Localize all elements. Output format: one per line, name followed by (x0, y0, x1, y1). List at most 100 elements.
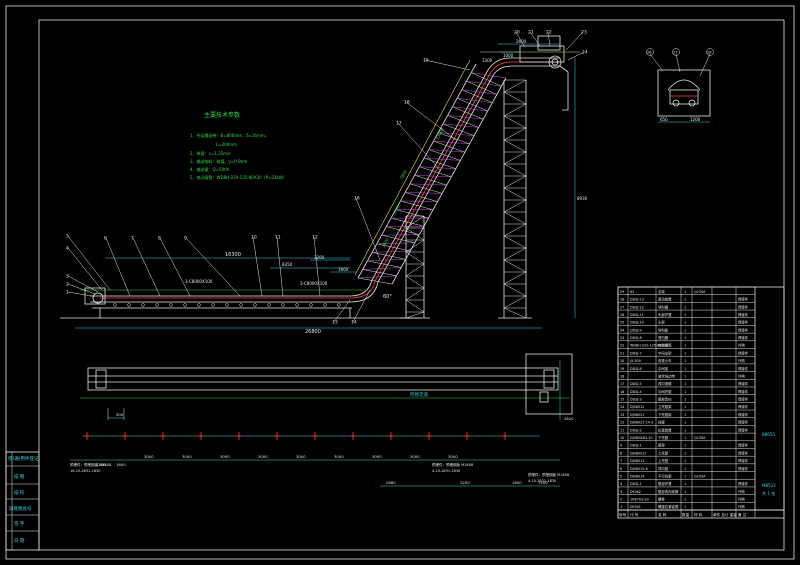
truss-diagonal (433, 140, 470, 145)
balloon-label: 16 (354, 196, 360, 202)
svg-text:1: 1 (684, 436, 686, 440)
svg-text:1: 1 (684, 421, 686, 425)
truss-member (428, 149, 461, 161)
svg-text:中间托辊: 中间托辊 (658, 389, 672, 394)
truss-member (357, 277, 393, 285)
svg-text:1: 1 (684, 374, 686, 378)
svg-text:1: 1 (684, 321, 686, 325)
middle-support-tower (400, 215, 430, 319)
idler-roller (197, 303, 201, 307)
plan-dim: 1600 (116, 462, 126, 467)
svg-text:DDSJ-12: DDSJ-12 (630, 305, 644, 309)
section-balloon-28: 28 (707, 51, 711, 55)
svg-text:DDSJ-5: DDSJ-5 (630, 382, 642, 386)
dim-incline1: 13000 (435, 127, 446, 141)
svg-text:WD8H-220-125-80X30: WD8H-220-125-80X30 (630, 344, 668, 348)
balloon-label: 13 (332, 320, 338, 326)
truss-member (433, 140, 466, 153)
svg-text:焊接件: 焊接件 (738, 389, 749, 394)
svg-text:1: 1 (684, 290, 686, 294)
svg-text:DDSJ-7: DDSJ-7 (630, 351, 642, 355)
bom-side-label-1: B8655 (762, 432, 775, 437)
svg-text:导料板: 导料板 (658, 327, 669, 332)
plan-dim: 3000 (334, 454, 344, 459)
svg-text:DDSJ-13: DDSJ-13 (630, 298, 644, 302)
svg-text:1: 1 (684, 428, 686, 432)
dim-angle: 60° (383, 294, 392, 300)
spec-title: 主要技术参数 (204, 111, 240, 119)
plan-dim: 1600 (512, 480, 522, 485)
spec-line-5: 4、输送量：Q=50t/h (190, 166, 230, 172)
svg-text:焊接件: 焊接件 (738, 350, 749, 355)
idler-roller (141, 303, 145, 307)
svg-text:支架: 支架 (658, 289, 665, 294)
svg-text:DJ080012: DJ080012 (630, 451, 647, 455)
svg-text:1: 1 (684, 359, 686, 363)
svg-text:1: 1 (684, 336, 686, 340)
svg-text:Q235A: Q235A (694, 436, 706, 440)
truss-member (461, 89, 493, 103)
svg-text:5: 5 (620, 474, 622, 478)
truss-member (442, 123, 475, 136)
svg-text:22: 22 (620, 344, 624, 348)
svg-text:16: 16 (620, 390, 624, 394)
svg-text:DDSJ-3: DDSJ-3 (630, 398, 642, 402)
svg-text:焊接件: 焊接件 (738, 458, 749, 463)
svg-text:1: 1 (684, 413, 686, 417)
side-stamp-5: 签 字 (14, 520, 25, 527)
svg-text:焊接件: 焊接件 (738, 335, 749, 340)
dim-total-length: 26800 (305, 329, 321, 335)
svg-text:驱动装置: 驱动装置 (658, 297, 672, 302)
head-tower (498, 79, 532, 319)
svg-text:10: 10 (620, 436, 624, 440)
balloon-label: 20 (514, 30, 520, 36)
truss-diagonal (452, 106, 488, 112)
side-stamp-2: 描 图 (14, 473, 25, 480)
svg-text:Q235A: Q235A (694, 474, 706, 478)
balloon-label: 21 (528, 30, 534, 36)
idler-roller (323, 303, 327, 307)
svg-text:14: 14 (620, 405, 624, 409)
spec-line-6: 5、电动滚筒：WD8H-220-125-80X30（P=22kW） (190, 174, 287, 180)
outer-frame (5, 5, 795, 560)
svg-text:尾部改向滚筒: 尾部改向滚筒 (658, 489, 679, 494)
idler-roller (239, 303, 243, 307)
truss-member (372, 252, 406, 260)
svg-text:7: 7 (620, 459, 622, 463)
plan-dim: 3000 (372, 454, 382, 459)
svg-text:27: 27 (620, 305, 624, 309)
truss-diagonal (372, 250, 411, 253)
dim-sub1: 8350 (282, 262, 293, 267)
svg-text:18: 18 (620, 374, 624, 378)
balloon-label: 4 (66, 246, 69, 252)
svg-text:6: 6 (620, 467, 622, 471)
svg-text:拉紧装置: 拉紧装置 (658, 427, 672, 432)
idler-roller (113, 303, 117, 307)
truss-diagonal (376, 242, 415, 245)
spec-line-2: L=200mm (216, 142, 237, 147)
dim-incline3: 5200 (392, 204, 402, 216)
svg-text:上托辊: 上托辊 (658, 458, 669, 463)
plan-dim: 2620 (564, 416, 574, 421)
truss-member (457, 98, 488, 112)
truss-diagonal (428, 149, 465, 153)
bom-side-label-3: 共 1 张 (762, 490, 775, 496)
svg-text:19: 19 (620, 367, 624, 371)
dim-top2: 1000 (503, 53, 514, 58)
svg-text:DJ08014: DJ08014 (630, 474, 644, 478)
svg-text:外购: 外购 (738, 373, 745, 378)
truss-member (419, 166, 452, 178)
svg-text:焊接件: 焊接件 (738, 312, 749, 317)
svg-text:1: 1 (684, 474, 686, 478)
svg-text:导向辊: 导向辊 (658, 466, 669, 471)
balloon-label: 11 (275, 235, 281, 241)
